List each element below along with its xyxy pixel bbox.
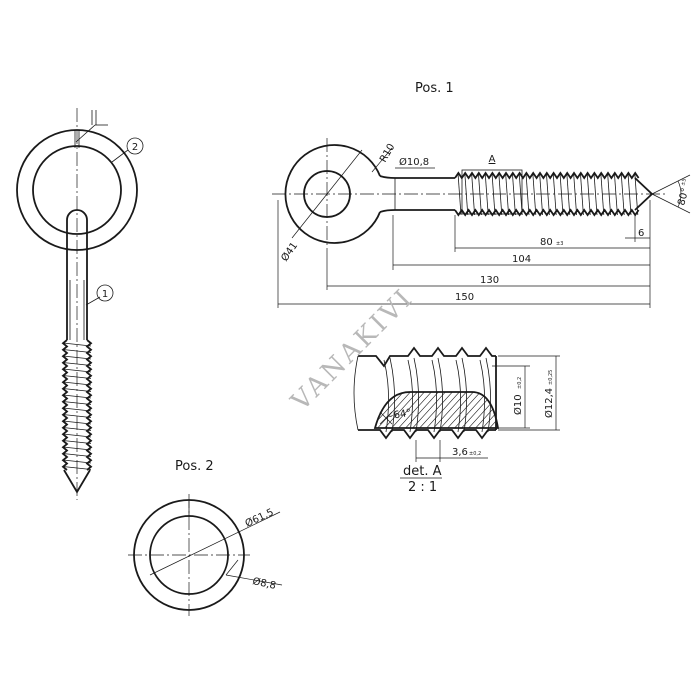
detail-upper-profile: [358, 346, 496, 368]
dim-thread-length: 80: [540, 237, 553, 248]
dim-minor-dia-tol: ±0,2: [517, 377, 523, 389]
dim-ring-wire: Ø8,8: [251, 575, 277, 592]
balloon-part-2: [126, 137, 144, 155]
assembly-view: 2 1: [16, 108, 144, 500]
detail-a-view: ~64° Ø10 ±0,2 Ø12,4 ±0,25 3,6 ±0,2 det. …: [353, 346, 560, 495]
dim-tip: 6: [638, 228, 644, 239]
detail-lower-profile: [358, 429, 496, 440]
dim-major-dia: Ø12,4: [543, 388, 555, 418]
dim-overall: 150: [455, 292, 474, 303]
pos1-title: Pos. 1: [415, 81, 454, 96]
ring-view: Ø61,5 Ø8,8: [128, 494, 283, 616]
dim-pitch-tol: ±0,2: [469, 451, 481, 457]
dim-pitch: 3,6: [452, 447, 468, 458]
balloon-part-2-label: 2: [132, 142, 138, 153]
detail-title: det. A: [403, 464, 442, 479]
dim-minor-dia: Ø10: [512, 394, 524, 415]
section-a-label: A: [489, 154, 496, 165]
dim-ring-outer: Ø61,5: [243, 506, 275, 530]
pos2-title: Pos. 2: [175, 459, 214, 474]
balloon-part-1: [96, 284, 114, 302]
dim-130: 130: [480, 275, 499, 286]
detail-waves: [383, 357, 491, 433]
assembly-shank: [66, 209, 88, 340]
assembly-ring-inner: [32, 145, 122, 235]
dim-eye-outer: Ø41: [279, 240, 301, 264]
balloon-part-1-label: 1: [102, 289, 108, 300]
dim-tip-angle-tol: ±5: [680, 178, 688, 187]
dim-major-dia-tol: ±0,25: [548, 370, 554, 385]
main-thread: [454, 171, 640, 217]
eye-screw-view: A R10 Ø10,8 Ø41 80 ±3 6 104 130 150: [272, 138, 691, 308]
assembly-thread: [61, 339, 93, 471]
watermark: VANAKIVI: [285, 283, 420, 418]
dim-eye-bore: Ø10,8: [399, 156, 429, 168]
section-a-frame: [461, 169, 523, 215]
dim-tip-angle: 80°: [676, 187, 691, 207]
dim-104: 104: [512, 254, 531, 265]
dim-eye-radius: R10: [378, 142, 397, 165]
dim-thread-angle: ~64°: [385, 408, 413, 423]
dim-thread-length-tol: ±3: [556, 241, 563, 247]
detail-scale: 2 : 1: [408, 480, 437, 495]
